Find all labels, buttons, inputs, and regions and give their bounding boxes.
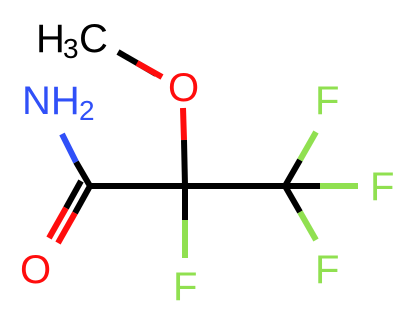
bond-methyl-oxygen-o-part (135, 60, 164, 80)
bond-carbonyl-2-c (63, 179, 84, 210)
bond-carbonyl-1-c (72, 184, 93, 215)
atom-fluorine-top: F (315, 79, 339, 123)
atom-methyl-c: C (79, 17, 108, 61)
bond-cf3-fbottom-c (282, 184, 303, 214)
bond-cf3-fbottom-f (297, 210, 319, 242)
atom-oxygen-carbonyl: O (20, 248, 51, 292)
atom-oxygen-ether: O (168, 66, 199, 110)
bond-cf3-ftop-f (297, 130, 319, 162)
atom-amine-nh: NH (22, 79, 80, 123)
atom-fluorine-center: F (173, 265, 197, 309)
bond-carbonyl-1-o (55, 211, 78, 245)
bond-oxygen-center-o-part (180, 107, 187, 141)
atom-methyl: H 3 C (36, 17, 108, 64)
bond-cf3-ftop-c (282, 158, 303, 188)
bond-amide-c-n-c-part (73, 160, 93, 188)
atom-amine-subscript: 2 (79, 95, 95, 126)
atom-methyl-h: H (36, 17, 65, 61)
bond-amide-c-n-n-part (59, 132, 79, 164)
bond-carbonyl-2-o (46, 206, 69, 240)
atom-fluorine-right: F (370, 165, 394, 209)
atom-amine: NH 2 (22, 79, 95, 126)
atom-fluorine-bottom: F (315, 248, 339, 292)
bond-oxygen-center-c-part (181, 139, 188, 187)
atom-methyl-subscript: 3 (63, 33, 79, 64)
